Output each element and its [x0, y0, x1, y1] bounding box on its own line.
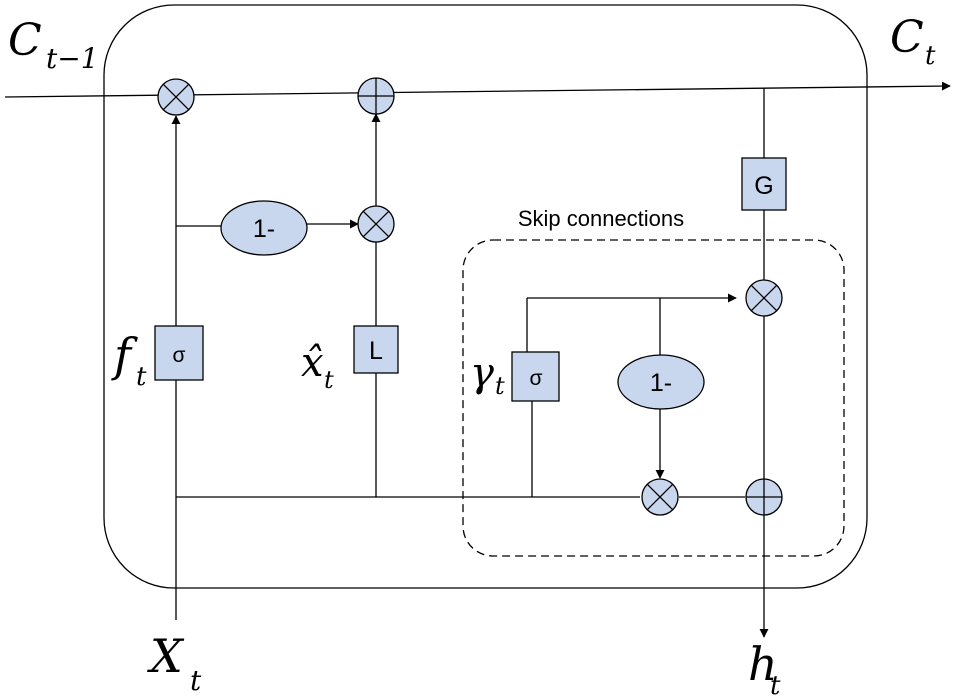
output-add-node: [745, 478, 783, 516]
skip-connections-caption: Skip connections: [518, 206, 684, 231]
svg-text:t: t: [190, 664, 202, 697]
c-prev-label: C t−1: [8, 15, 99, 75]
input-multiply-node: [357, 205, 395, 243]
cell-add-node: [357, 77, 395, 115]
sigma-forget-box: σ: [154, 325, 204, 381]
cell-state-line: [4, 81, 951, 98]
svg-text:t: t: [324, 366, 334, 394]
l-box: L: [353, 325, 399, 374]
l-box-label: L: [369, 337, 383, 365]
svg-text:t: t: [495, 372, 505, 400]
svg-text:C: C: [890, 12, 924, 63]
one-minus-top-label: 1-: [253, 215, 275, 243]
svg-text:x̂: x̂: [301, 340, 324, 386]
g-box-label: G: [754, 172, 773, 200]
skip-region: [462, 239, 845, 557]
sigma-forget-label: σ: [173, 344, 186, 367]
sigma-gamma-box: σ: [511, 351, 560, 402]
svg-text:f: f: [111, 328, 138, 382]
one-minus-skip-label: 1-: [650, 369, 672, 397]
svg-text:t: t: [136, 362, 147, 392]
x-t-label: X t: [147, 629, 202, 697]
sigma-gamma-label: σ: [530, 367, 543, 390]
f-t-label: f t: [111, 328, 147, 392]
skip-multiply-node: [745, 279, 783, 317]
one-minus-top-ellipse: 1-: [220, 200, 308, 256]
svg-text:γ: γ: [470, 350, 494, 396]
svg-text:h: h: [748, 637, 778, 691]
g-box: G: [741, 157, 787, 211]
svg-text:X: X: [147, 629, 185, 683]
svg-text:t: t: [770, 671, 781, 698]
c-t-label: C t: [890, 12, 936, 71]
one-minus-skip-ellipse: 1-: [617, 354, 705, 410]
forget-multiply-node: [157, 78, 195, 116]
gamma-t-label: γ t: [470, 350, 505, 400]
x-hat-label: x̂ t: [301, 340, 334, 394]
h-t-label: h t: [748, 637, 781, 698]
bottom-multiply-node: [641, 478, 679, 516]
svg-text:t−1: t−1: [46, 42, 99, 75]
cell-border: [103, 4, 868, 589]
svg-text:t: t: [925, 41, 936, 71]
svg-text:C: C: [8, 15, 42, 66]
